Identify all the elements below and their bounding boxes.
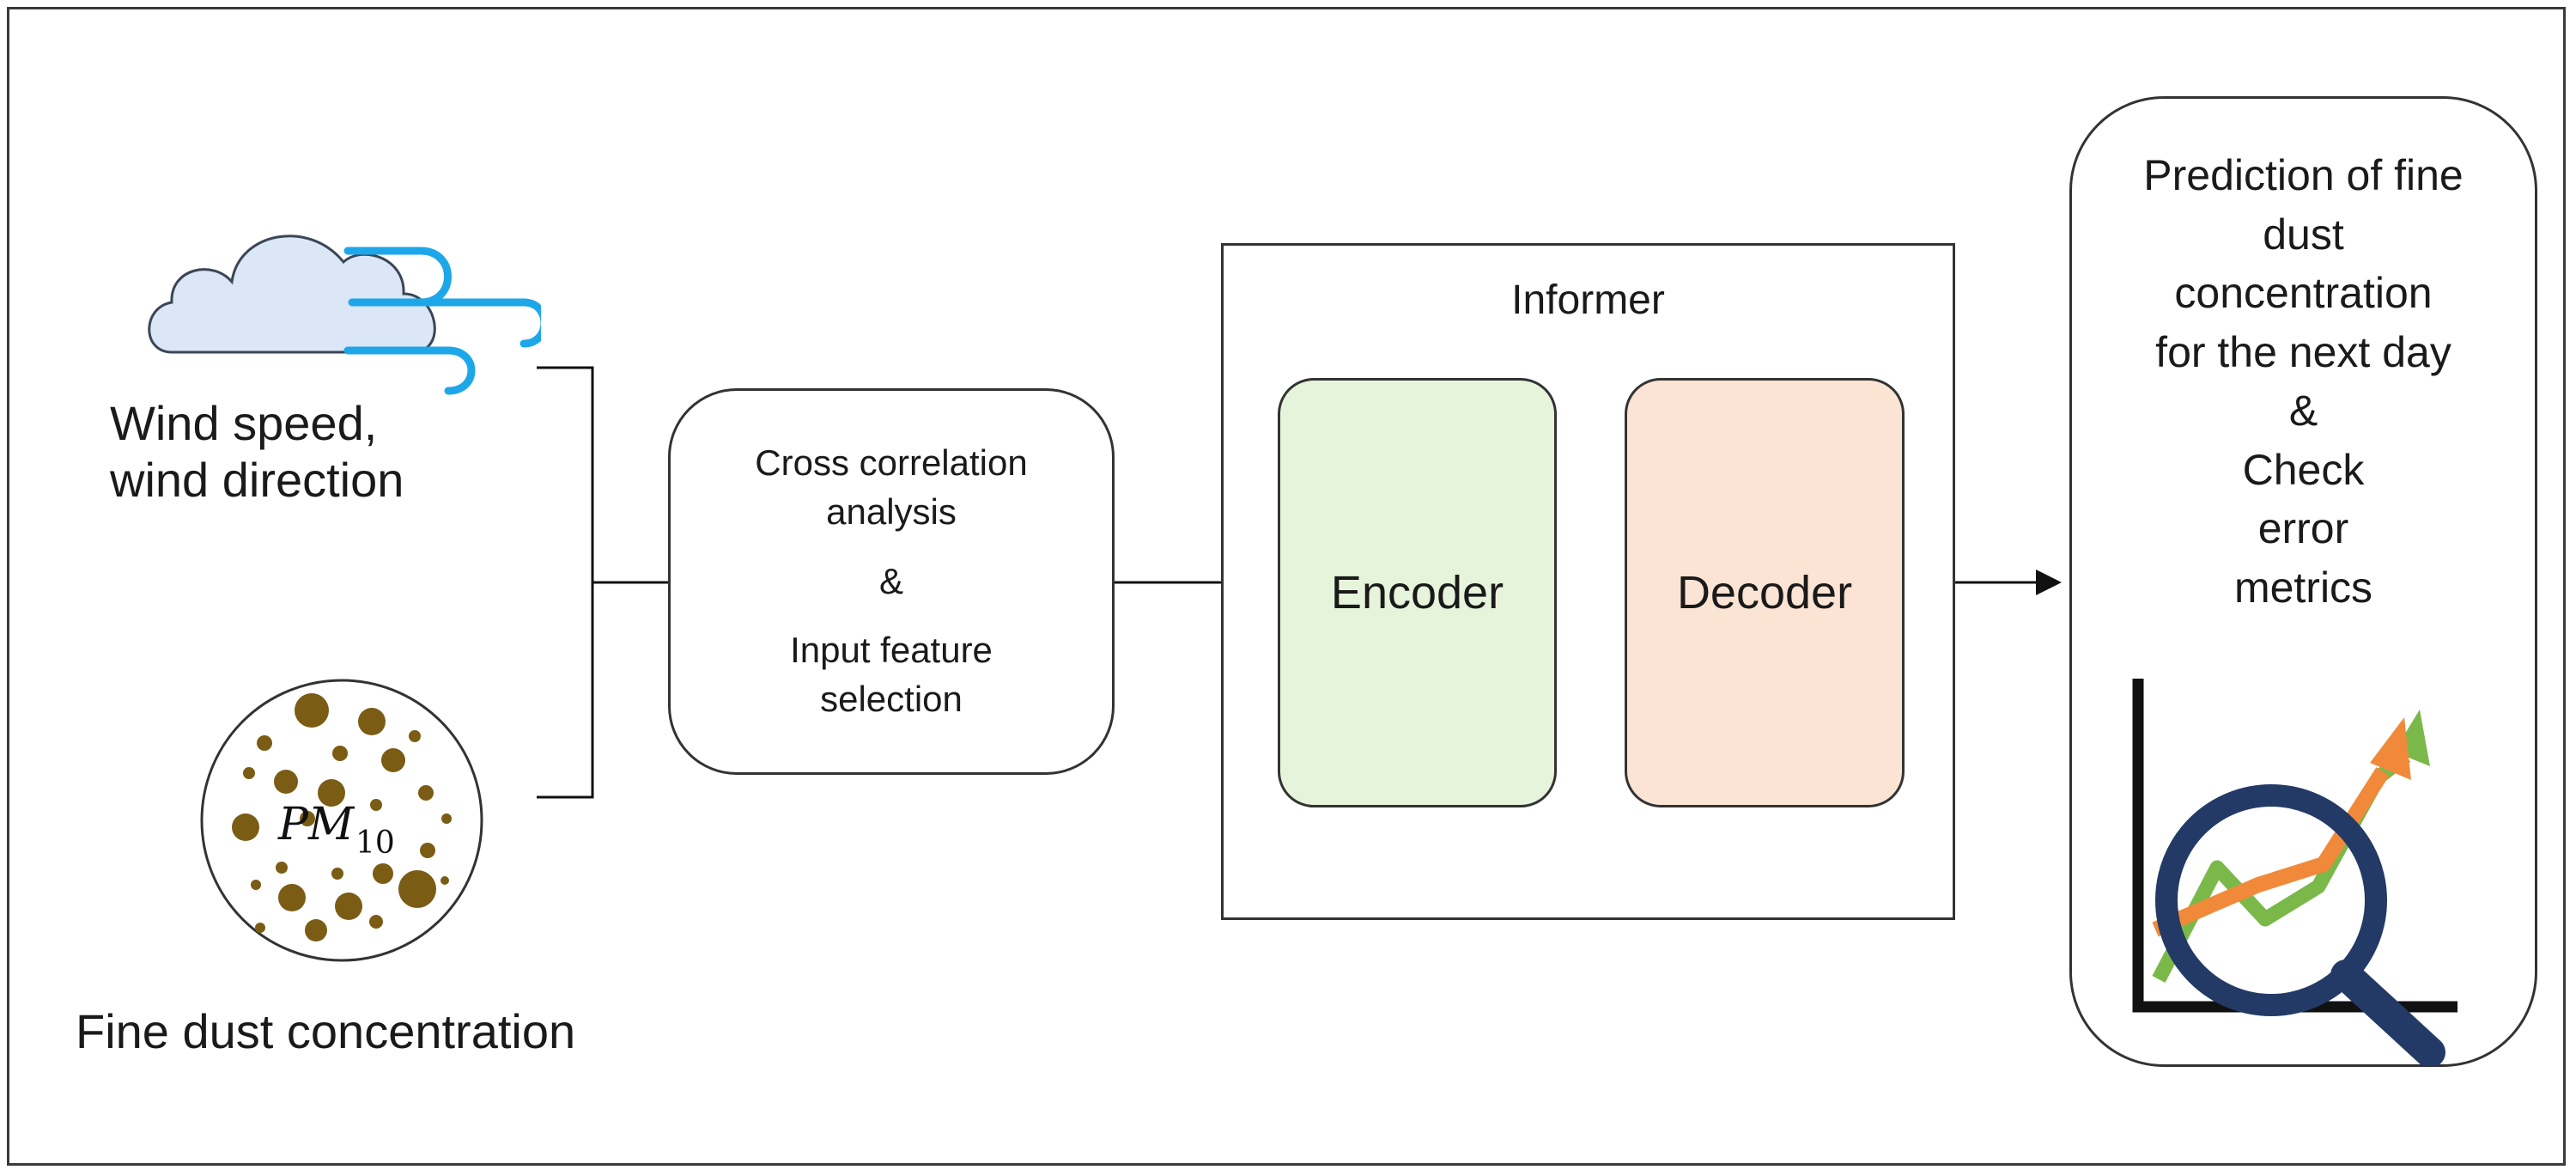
decoder-label: Decoder <box>1676 567 1853 618</box>
wind-icon <box>343 247 541 395</box>
wind-label: Wind speed, wind direction <box>110 395 404 509</box>
dust-particles-icon: PM 10 <box>200 679 483 962</box>
cross-ampersand: & <box>878 560 903 601</box>
encoder-label: Encoder <box>1330 567 1504 618</box>
informer-title: Informer <box>1511 277 1665 323</box>
dust-label: Fine dust concentration <box>76 1004 576 1058</box>
cross-line-4: selection <box>820 679 963 720</box>
wind-label-line-1: Wind speed, <box>110 396 378 450</box>
prediction-line-8: metrics <box>2233 563 2373 612</box>
pm-symbol: PM <box>277 799 355 850</box>
prediction-line-1: Prediction of fine <box>2143 151 2464 199</box>
prediction-box <box>2069 96 2537 1067</box>
diagram-frame <box>7 7 2566 1166</box>
prediction-line-4: for the next day <box>2155 327 2451 376</box>
cross-line-2: analysis <box>826 491 957 532</box>
prediction-text: Prediction of fine dust concentration fo… <box>2069 146 2537 617</box>
prediction-line-3: concentration <box>2174 269 2433 317</box>
cross-correlation-box: Cross correlation analysis & Input featu… <box>668 388 1115 775</box>
pm-subscript: 10 <box>355 826 395 861</box>
prediction-line-6: Check <box>2242 445 2365 494</box>
prediction-line-5: & <box>2288 387 2318 435</box>
input-bracket <box>537 366 594 799</box>
wind-label-line-2: wind direction <box>110 453 404 508</box>
encoder-box: Encoder <box>1278 378 1557 807</box>
cross-line-3: Input feature <box>790 630 993 671</box>
cross-line-1: Cross correlation <box>755 442 1028 484</box>
chart-magnifier-icon <box>2132 679 2458 1065</box>
prediction-line-2: dust <box>2263 210 2344 259</box>
cloud-icon <box>148 235 541 395</box>
prediction-line-7: error <box>2257 504 2349 552</box>
decoder-box: Decoder <box>1625 378 1905 807</box>
